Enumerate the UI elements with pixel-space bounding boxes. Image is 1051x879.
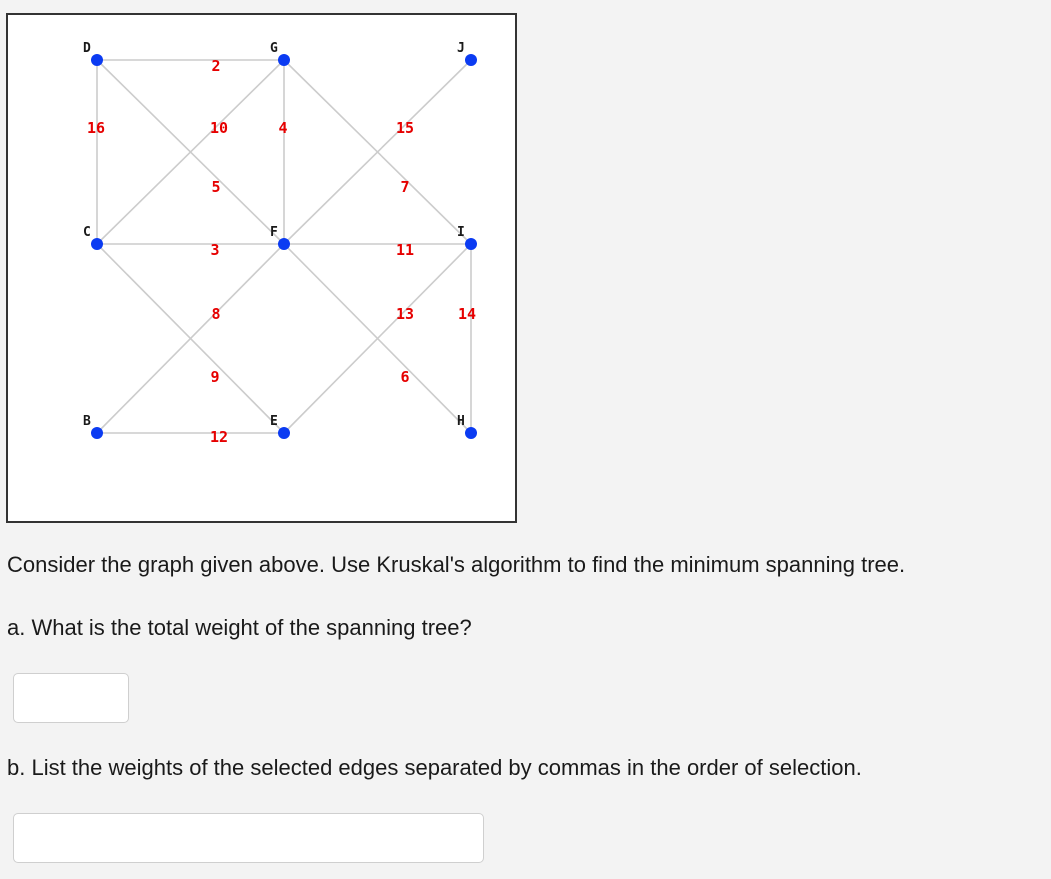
edge-weight-c-f: 3: [210, 241, 219, 259]
node-label-i: I: [457, 225, 465, 240]
edge-j-f: [283, 59, 472, 245]
edge-weight-f-h: 6: [400, 368, 409, 386]
node-label-j: J: [457, 41, 465, 56]
edge-i-e: [283, 243, 472, 434]
total-weight-input[interactable]: [13, 673, 129, 723]
question-b: b. List the weights of the selected edge…: [7, 755, 862, 780]
node-label-e: E: [270, 414, 278, 429]
edge-g-c: [96, 59, 285, 245]
graph-canvas: 2 16 5 10 4 7 15 3 9 11 8 6 13 14 12 D G J C F I B E H: [83, 41, 477, 446]
node-label-g: G: [270, 41, 278, 56]
edge-f-b: [96, 243, 285, 434]
edge-weight-d-c: 16: [87, 119, 105, 137]
edge-weight-f-i: 11: [396, 241, 414, 259]
node-label-b: B: [83, 414, 91, 429]
node-e: [278, 427, 290, 439]
edge-weights-input[interactable]: [13, 813, 484, 863]
edge-weight-b-e: 12: [210, 428, 228, 446]
node-g: [278, 54, 290, 66]
edge-weight-d-f: 5: [211, 178, 220, 196]
question-intro: Consider the graph given above. Use Krus…: [7, 552, 906, 577]
edge-weight-j-f: 15: [396, 119, 414, 137]
edge-layer: [96, 59, 472, 434]
edge-weight-g-f: 4: [278, 119, 287, 137]
node-label-h: H: [457, 414, 465, 429]
node-label-d: D: [83, 41, 91, 56]
node-c: [91, 238, 103, 250]
question-a: a. What is the total weight of the spann…: [7, 615, 472, 640]
edge-weight-d-g: 2: [211, 57, 220, 75]
node-label-c: C: [83, 225, 91, 240]
node-label-f: F: [270, 225, 278, 240]
edge-weight-g-c: 10: [210, 119, 228, 137]
node-j: [465, 54, 477, 66]
edge-weight-c-e: 9: [210, 368, 219, 386]
edge-weight-f-b: 8: [211, 305, 220, 323]
edge-weight-i-h: 14: [458, 305, 476, 323]
weight-layer: 2 16 5 10 4 7 15 3 9 11 8 6 13 14 12: [87, 57, 476, 446]
node-layer: D G J C F I B E H: [83, 41, 477, 439]
edge-weight-i-e: 13: [396, 305, 414, 323]
edge-weight-g-i: 7: [400, 178, 409, 196]
node-d: [91, 54, 103, 66]
node-b: [91, 427, 103, 439]
node-f: [278, 238, 290, 250]
node-h: [465, 427, 477, 439]
graph-figure: 2 16 5 10 4 7 15 3 9 11 8 6 13 14 12 D G J C F I B E H: [6, 13, 517, 523]
node-i: [465, 238, 477, 250]
